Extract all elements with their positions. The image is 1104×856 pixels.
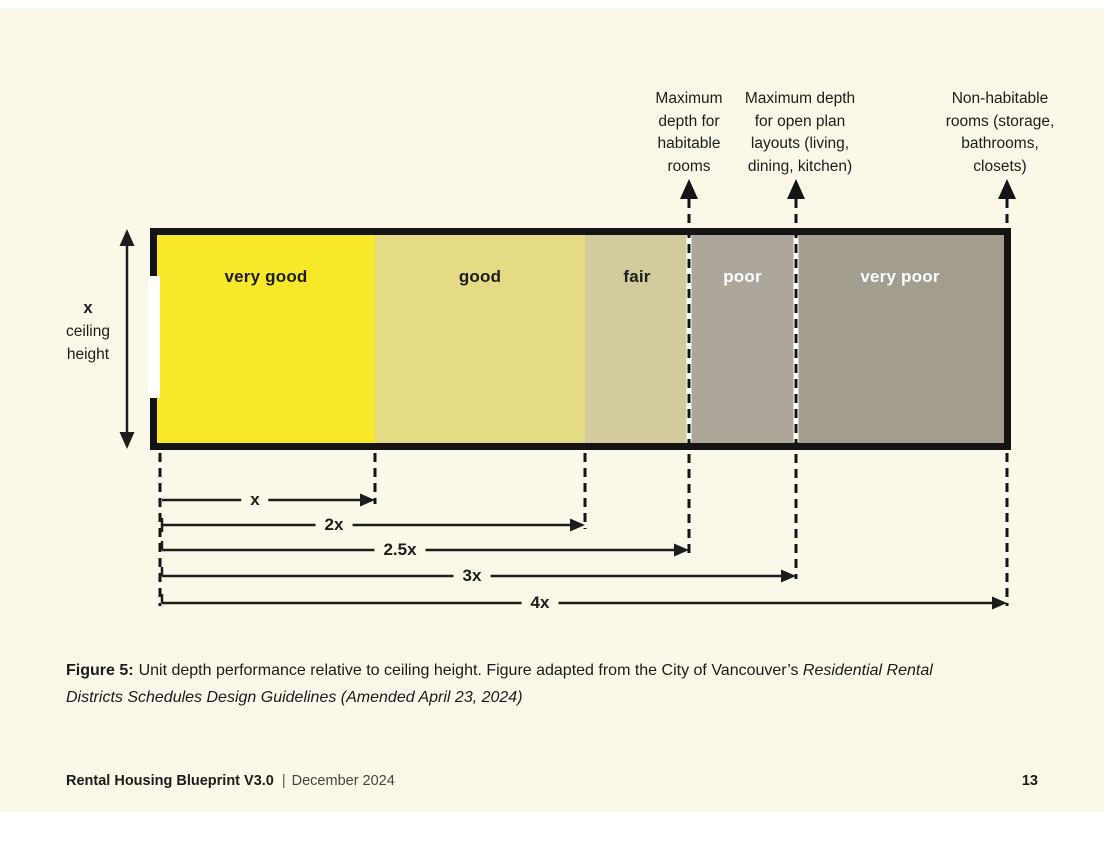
dimension-line	[160, 498, 993, 605]
segment-label: poor	[723, 267, 762, 286]
caption-figure-number: Figure 5:	[66, 662, 134, 679]
annotation-non-habitable: Non-habitable rooms (storage, bathrooms,…	[913, 88, 1087, 178]
annotation-line: bathrooms,	[961, 135, 1039, 152]
document-page: Maximum depth for habitable rooms Maximu…	[0, 8, 1104, 812]
dimension-label-2-5x: 2.5x	[374, 540, 426, 560]
annotation-line: layouts (living,	[750, 135, 850, 152]
unit-depth-bar: very good good fair poor very poor	[150, 228, 1011, 450]
dimension-label-2x: 2x	[315, 515, 353, 535]
annotation-line: closets)	[973, 157, 1027, 175]
annotation-line: Non-habitable	[951, 90, 1049, 107]
caption-text: Unit depth performance relative to ceili…	[138, 662, 803, 679]
footer-separator: |	[281, 773, 286, 789]
segment-fair: fair	[585, 235, 689, 443]
ceiling-height-x: x	[83, 299, 93, 317]
ceiling-height-word: height	[66, 346, 110, 363]
dimension-label-3x: 3x	[453, 566, 491, 586]
dimension-arrowhead-icon	[360, 493, 1007, 610]
annotation-max-depth-habitable: Maximum depth for habitable rooms	[614, 88, 764, 178]
dimension-label-x: x	[241, 490, 269, 510]
annotation-line: depth for	[658, 112, 720, 130]
annotation-line: Maximum depth	[744, 90, 856, 107]
page-number: 13	[1021, 773, 1038, 789]
annotation-line: habitable	[657, 135, 721, 152]
caption-source-italic: Districts Schedules Design Guidelines (A…	[66, 688, 523, 706]
segment-very-poor: very poor	[796, 235, 1004, 443]
segment-label: very poor	[860, 267, 940, 286]
annotation-max-depth-open-plan: Maximum depth for open plan layouts (liv…	[715, 88, 885, 178]
segment-poor: poor	[689, 235, 796, 443]
up-arrow-icon	[680, 179, 1016, 199]
annotation-line: rooms	[667, 157, 711, 175]
footer-title: Rental Housing Blueprint V3.0	[66, 773, 274, 789]
segment-label: very good	[224, 267, 308, 286]
segment-label: fair	[623, 267, 651, 286]
annotation-line: Maximum	[655, 90, 723, 107]
caption-source-italic: Residential Rental	[802, 662, 933, 679]
annotation-line: dining, kitchen)	[747, 157, 853, 175]
wall-opening	[148, 276, 160, 398]
ceiling-height-word: ceiling	[66, 323, 110, 340]
segment-very-good: very good	[157, 235, 375, 443]
segment-label: good	[458, 267, 502, 286]
dimension-label-4x: 4x	[521, 593, 559, 613]
annotation-line: rooms (storage,	[945, 112, 1055, 130]
page-footer: Rental Housing Blueprint V3.0 | December 2…	[66, 773, 395, 789]
annotation-line: for open plan	[754, 112, 846, 130]
figure-caption: Figure 5:Unit depth performance relative…	[66, 658, 1042, 711]
segment-good: good	[375, 235, 585, 443]
footer-date: December 2024	[291, 773, 395, 789]
ceiling-height-label: x ceiling height	[42, 297, 134, 366]
